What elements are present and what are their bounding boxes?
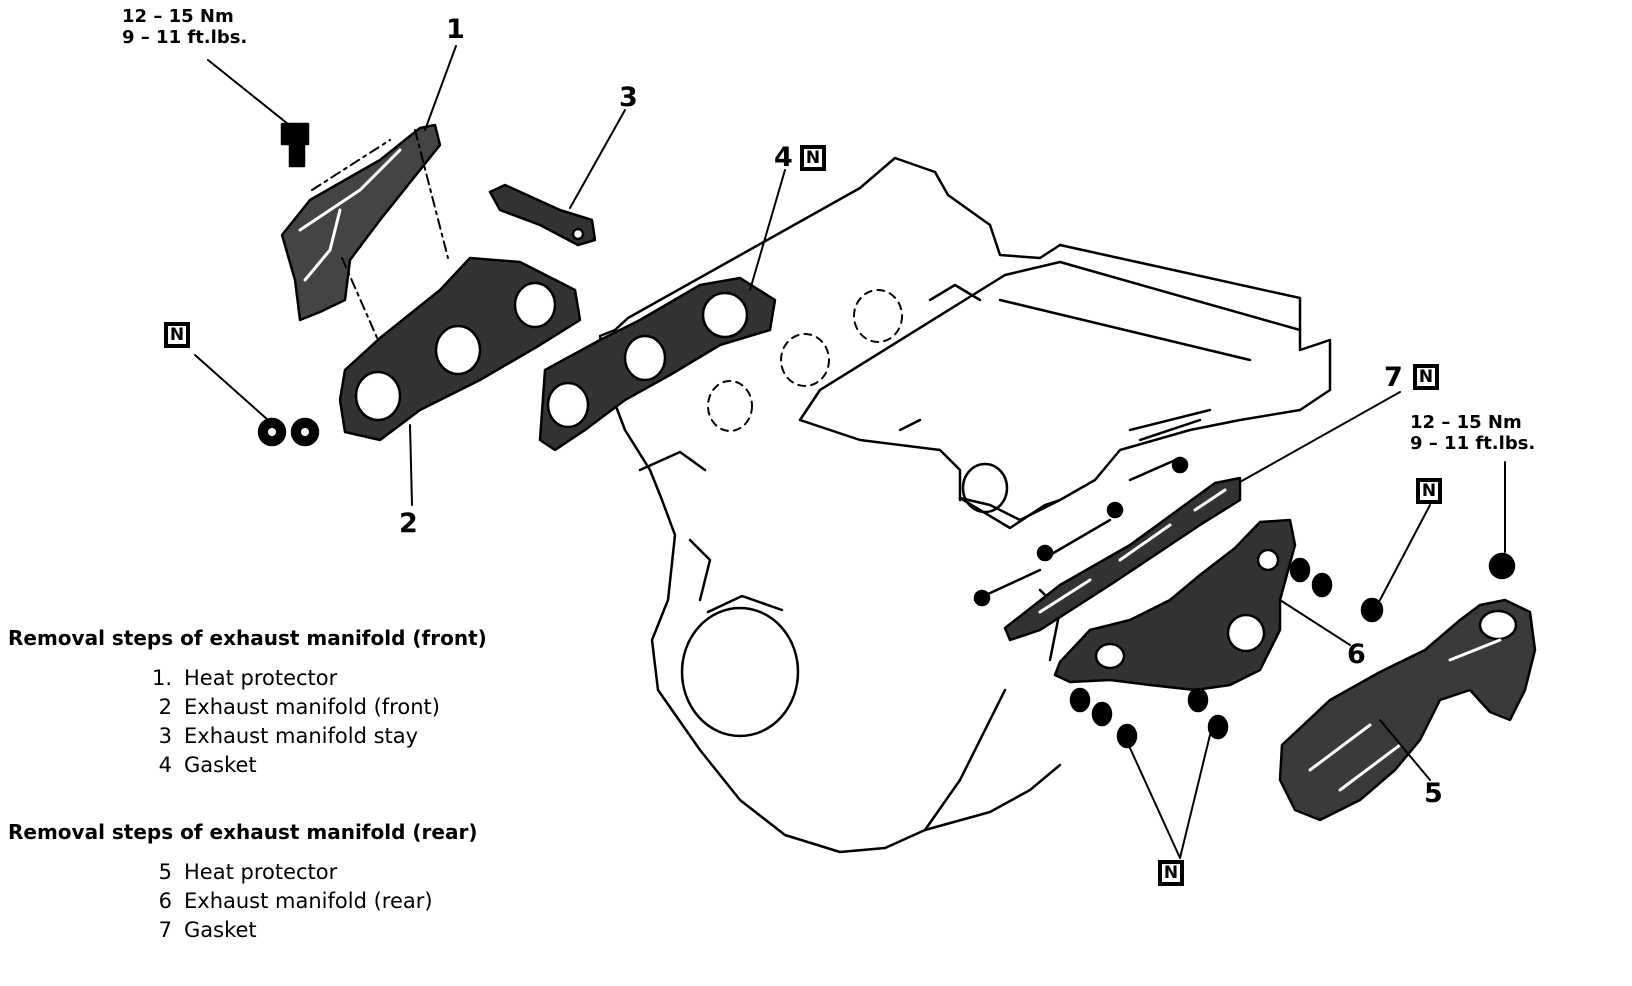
torque-ftlbs-top: 9 – 11 ft.lbs. — [122, 27, 248, 48]
callout-4: 4 — [774, 142, 793, 173]
callout-5: 5 — [1424, 778, 1443, 809]
torque-spec-top: 12 – 15 Nm 9 – 11 ft.lbs. — [122, 6, 247, 48]
callout-7: 7 — [1384, 362, 1403, 393]
leader-lines — [194, 45, 1506, 859]
torque-nm-right: 12 – 15 Nm — [1410, 412, 1522, 433]
manifold-stay — [488, 183, 597, 247]
callout-3: 3 — [619, 82, 638, 113]
torque-nm-top: 12 – 15 Nm — [122, 6, 234, 27]
new-part-badge-7: N — [1413, 364, 1439, 390]
front-removal-heading: Removal steps of exhaust manifold (front… — [8, 626, 487, 650]
crank-pulley — [680, 606, 800, 738]
nuts-rear — [1069, 552, 1516, 749]
exhaust-manifold-rear — [1053, 518, 1297, 692]
torque-ftlbs-right: 9 – 11 ft.lbs. — [1410, 433, 1536, 454]
studs-rear — [973, 456, 1189, 607]
list-item: 1.Heat protector — [151, 666, 338, 690]
callout-1: 1 — [446, 14, 465, 45]
rear-removal-heading: Removal steps of exhaust manifold (rear) — [8, 820, 478, 844]
nuts-front — [257, 417, 320, 447]
new-part-badge-nuts-rear: N — [1416, 478, 1442, 504]
torque-spec-right: 12 – 15 Nm 9 – 11 ft.lbs. — [1410, 412, 1535, 454]
intake-manifold — [798, 243, 1332, 530]
exhaust-manifold-front — [338, 256, 582, 442]
new-part-badge-4: N — [800, 145, 826, 171]
gasket-rear — [1003, 476, 1242, 642]
new-part-badge-nuts-bottom: N — [1158, 860, 1184, 886]
callout-6: 6 — [1347, 639, 1366, 670]
new-part-badge-nuts-front: N — [164, 322, 190, 348]
bolt-top-left — [280, 122, 310, 168]
callout-2: 2 — [399, 508, 418, 539]
gasket-front — [538, 276, 777, 452]
heat-protector-rear — [1278, 598, 1537, 822]
heat-protector-front — [280, 123, 442, 322]
